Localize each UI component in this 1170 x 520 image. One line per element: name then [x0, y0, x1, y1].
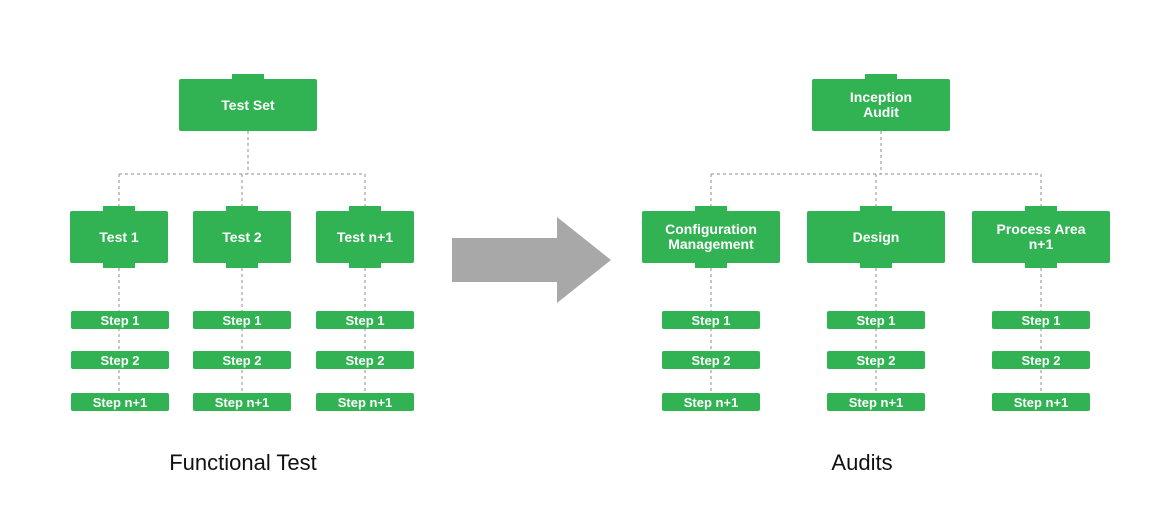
audit-tab-1-top: [695, 206, 727, 211]
audit-2-step-2: Step 2: [827, 351, 925, 369]
audit-3-step-2: Step 2: [992, 351, 1090, 369]
right-arrow-icon: [452, 217, 611, 303]
audit-3-step-n1: Step n+1: [992, 393, 1090, 411]
test-tab-1-top: [103, 206, 135, 211]
test-1-step-n1: Step n+1: [71, 393, 169, 411]
test-3-step-1: Step 1: [316, 311, 414, 329]
audit-area-label-3: Process Area n+1: [996, 221, 1086, 252]
audit-2-step-1: Step 1: [827, 311, 925, 329]
test-tab-2-bottom: [226, 263, 258, 268]
audit-area-label-2: Design: [852, 228, 900, 245]
audit-3-step-1: Step 1: [992, 311, 1090, 329]
test-label-2: Test 2: [222, 228, 262, 245]
test-3-step-2: Step 2: [316, 351, 414, 369]
test-2-step-2: Step 2: [193, 351, 291, 369]
test-node-1: Test 1: [70, 211, 168, 263]
audit-tab-2-top: [860, 206, 892, 211]
test-2-step-n1: Step n+1: [193, 393, 291, 411]
test-1-step-2: Step 2: [71, 351, 169, 369]
audit-tab-3-top: [1025, 206, 1057, 211]
audit-tab-1-bottom: [695, 263, 727, 268]
inception-audit-node: Inception Audit: [812, 79, 950, 131]
audit-2-step-n1: Step n+1: [827, 393, 925, 411]
audit-1-step-1: Step 1: [662, 311, 760, 329]
functional-test-caption: Functional Test: [169, 450, 317, 475]
audit-1-step-n1: Step n+1: [662, 393, 760, 411]
audit-area-node-3: Process Area n+1: [972, 211, 1110, 263]
audit-tab-3-bottom: [1025, 263, 1057, 268]
audit-tab-2-bottom: [860, 263, 892, 268]
audit-area-node-1: Configuration Management: [642, 211, 780, 263]
test-label-1: Test 1: [99, 228, 139, 245]
test-2-step-1: Step 1: [193, 311, 291, 329]
audit-area-label-1: Configuration Management: [665, 221, 757, 252]
test-node-2: Test 2: [193, 211, 291, 263]
test-tab-1-bottom: [103, 263, 135, 268]
audits-caption: Audits: [831, 450, 893, 475]
test-node-3: Test n+1: [316, 211, 414, 263]
audit-1-step-2: Step 2: [662, 351, 760, 369]
test-label-3: Test n+1: [336, 228, 394, 245]
test-1-step-1: Step 1: [71, 311, 169, 329]
test-tab-2-top: [226, 206, 258, 211]
test-set-tab: [232, 74, 264, 79]
test-tab-3-bottom: [349, 263, 381, 268]
audit-area-node-2: Design: [807, 211, 945, 263]
test-tab-3-top: [349, 206, 381, 211]
test-set-label: Test Set: [221, 96, 275, 113]
inception-audit-label: Inception Audit: [849, 89, 913, 120]
inception-audit-tab: [865, 74, 897, 79]
test-set-node: Test Set: [179, 79, 317, 131]
test-3-step-n1: Step n+1: [316, 393, 414, 411]
